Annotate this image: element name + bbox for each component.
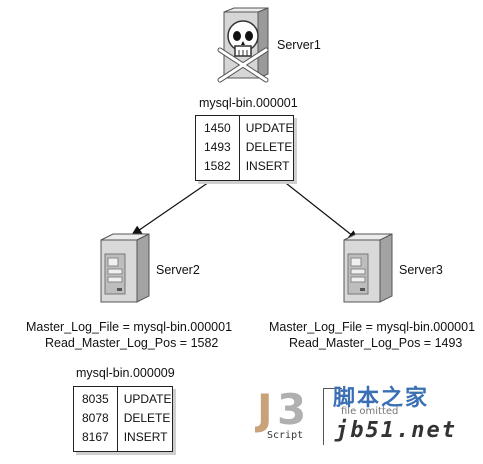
event-position: 8035 — [74, 387, 118, 409]
jb-logo: J 3 — [255, 380, 311, 444]
watermark: J 3 Script file omitted 脚本之家 jb51.net — [255, 376, 477, 460]
event-operation: INSERT — [123, 430, 168, 444]
server2-name: Server2 — [156, 263, 200, 277]
svg-text:J: J — [255, 385, 273, 434]
server2-binlog-file: mysql-bin.000009 — [76, 366, 175, 380]
server1-name: Server1 — [277, 38, 321, 52]
server3-icon — [340, 232, 394, 306]
server1-binlog-file: mysql-bin.000001 — [199, 96, 298, 110]
server2-binlog-table: 8035 UPDATE 8078 DELETE 8167 INSERT — [73, 386, 173, 452]
server2-icon — [97, 232, 151, 306]
server1-icon — [214, 6, 274, 86]
event-position: 8167 — [74, 428, 118, 451]
table-row: 1493 DELETE — [196, 138, 300, 157]
event-operation: UPDATE — [245, 121, 294, 135]
watermark-site-en: jb51.net — [335, 418, 457, 443]
jb-logo-script: Script — [267, 430, 304, 441]
server3-read-master-log-pos: Read_Master_Log_Pos = 1493 — [289, 336, 463, 350]
event-position: 1493 — [196, 138, 240, 157]
server2-master-log-file: Master_Log_File = mysql-bin.000001 — [26, 320, 233, 334]
server3-name: Server3 — [399, 263, 443, 277]
server2-read-master-log-pos: Read_Master_Log_Pos = 1582 — [45, 336, 219, 350]
event-position: 8078 — [74, 409, 118, 428]
event-operation: DELETE — [245, 140, 293, 154]
table-row: 1582 INSERT — [196, 157, 300, 180]
svg-text:3: 3 — [277, 385, 306, 434]
table-row: 8035 UPDATE — [74, 387, 178, 409]
table-row: 1450 UPDATE — [196, 116, 300, 138]
event-operation: INSERT — [245, 159, 290, 173]
watermark-site-cn: 脚本之家 — [333, 386, 430, 411]
event-position: 1450 — [196, 116, 240, 138]
event-operation: UPDATE — [123, 392, 172, 406]
event-operation: DELETE — [123, 411, 171, 425]
watermark-note: file omitted — [341, 406, 399, 417]
table-row: 8078 DELETE — [74, 409, 178, 428]
event-position: 1582 — [196, 157, 240, 180]
arrow-to-server3 — [281, 179, 359, 241]
server1-binlog-table: 1450 UPDATE 1493 DELETE 1582 INSERT — [195, 115, 294, 181]
watermark-frame — [323, 388, 342, 445]
arrow-to-server2 — [131, 179, 213, 236]
server3-master-log-file: Master_Log_File = mysql-bin.000001 — [269, 320, 476, 334]
table-row: 8167 INSERT — [74, 428, 178, 451]
